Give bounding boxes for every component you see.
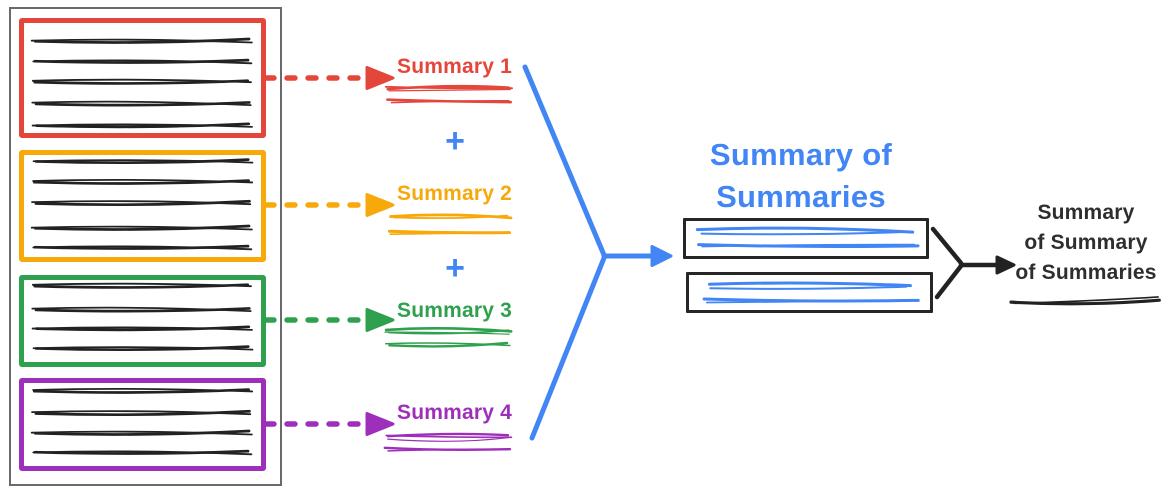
final-line-2: of Summary xyxy=(1024,231,1148,254)
summary-1-label: Summary 1 xyxy=(397,55,513,78)
document-4-text-lines xyxy=(30,387,254,456)
final-summary-scribble xyxy=(1009,296,1161,306)
document-collection-frame xyxy=(9,7,282,486)
summary-of-summaries-box-2 xyxy=(686,272,933,313)
final-line-1: Summary xyxy=(1037,201,1135,224)
final-merge-bracket xyxy=(930,226,964,300)
summary-2-scribble xyxy=(388,213,513,235)
final-summary-label: Summary of Summary of Summaries xyxy=(1002,198,1170,288)
summary-of-summaries-text-1 xyxy=(695,226,920,248)
final-line-3: of Summaries xyxy=(1015,261,1157,284)
summary-2-label: Summary 2 xyxy=(397,182,513,205)
summary-3-arrow xyxy=(263,308,395,332)
plus-operator-1: + xyxy=(445,122,465,160)
summary-4-scribble xyxy=(383,432,513,452)
summary-1-scribble xyxy=(384,84,513,104)
title-line-2: Summaries xyxy=(716,179,886,214)
summary-of-summaries-title: Summary of Summaries xyxy=(666,134,936,218)
document-1-text-lines xyxy=(30,37,253,129)
summary-4-label: Summary 4 xyxy=(397,401,513,424)
merge-arrow xyxy=(601,245,673,267)
summary-1-arrow xyxy=(263,66,395,90)
final-arrow xyxy=(958,255,1016,275)
summary-4-arrow xyxy=(263,412,395,436)
summary-of-summaries-text-2 xyxy=(702,281,920,304)
plus-operator-2: + xyxy=(445,249,465,287)
merge-funnel xyxy=(522,64,607,441)
document-2-text-lines xyxy=(30,158,254,251)
summary-3-label: Summary 3 xyxy=(397,299,513,322)
summary-2-arrow xyxy=(263,193,395,217)
summary-of-summaries-box-1 xyxy=(683,218,929,259)
summary-3-scribble xyxy=(384,326,513,348)
document-3-text-lines xyxy=(31,282,254,352)
title-line-1: Summary of xyxy=(709,137,893,172)
